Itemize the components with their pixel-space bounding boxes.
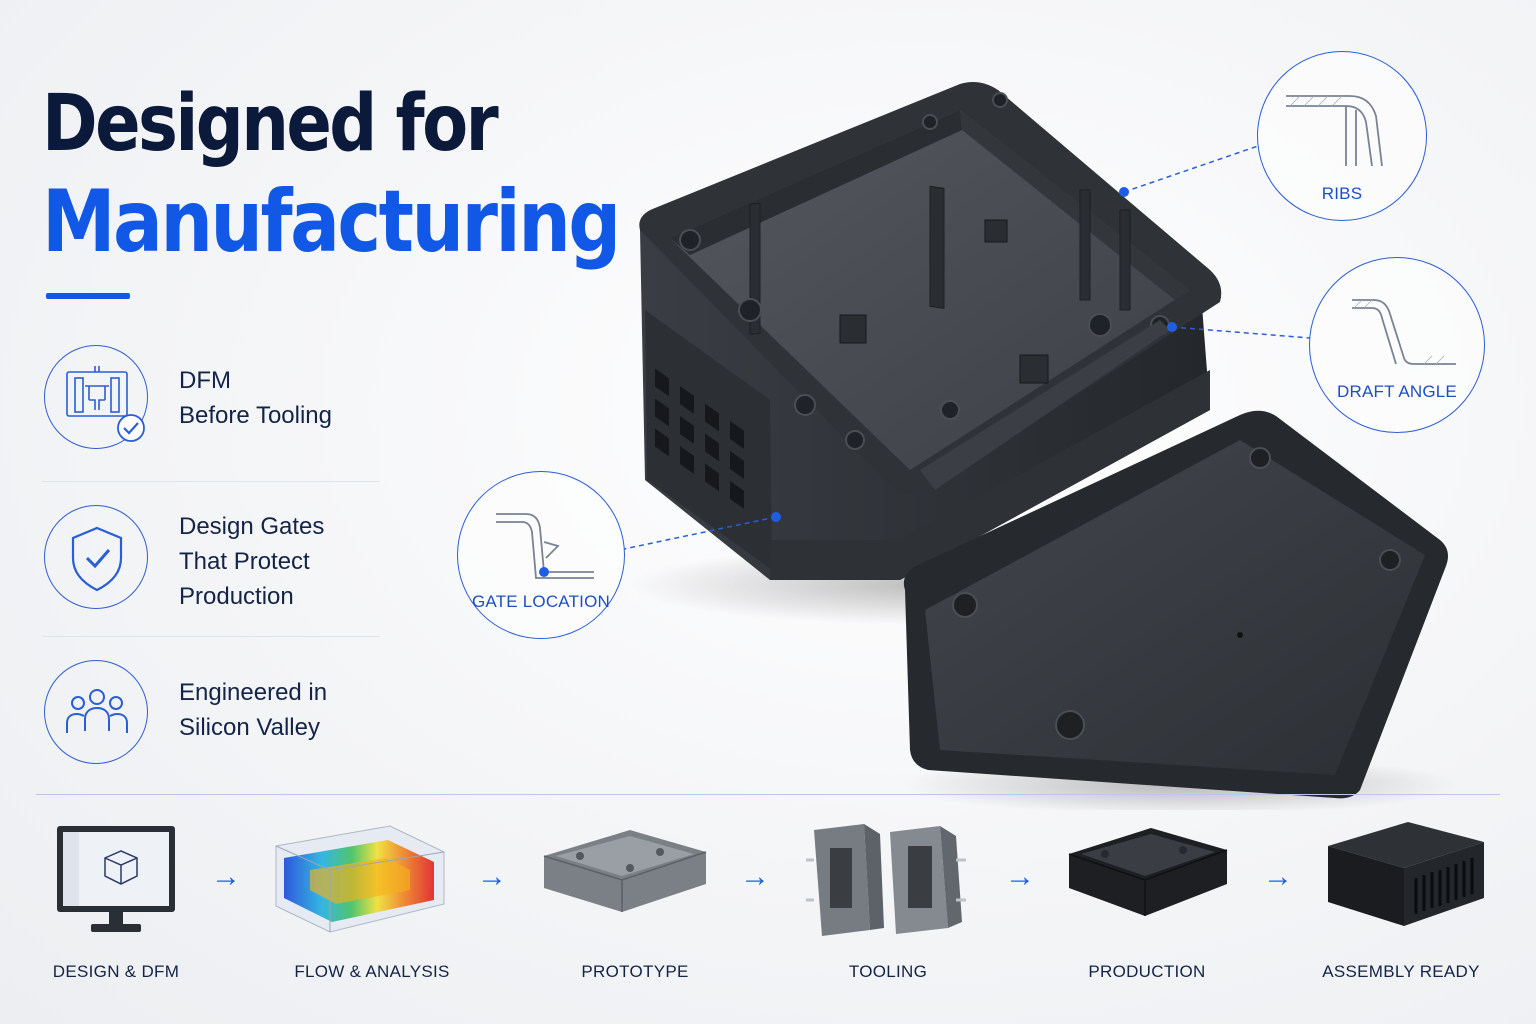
- ribs-diagram-icon: [1286, 95, 1383, 167]
- gate-location-marker: [771, 512, 781, 522]
- step-tooling: TOOLING: [848, 962, 928, 981]
- arrow-right-icon: →: [740, 860, 770, 893]
- enclosure-lid: [903, 410, 1448, 799]
- ribs-marker: [1119, 187, 1129, 197]
- feature-silicon-valley: Engineered in Silicon Valley: [179, 675, 327, 745]
- arrow-right-icon: →: [211, 860, 241, 893]
- step-production: PRODUCTION: [1088, 962, 1206, 981]
- shield-check-icon: [44, 505, 148, 609]
- feature-gates-line-1: Design Gates: [179, 513, 325, 540]
- monitor-cube-icon: [55, 824, 177, 941]
- ribs-label: RIBS: [1321, 184, 1363, 203]
- vent-slots: [655, 368, 744, 509]
- draft-angle-marker: [1167, 322, 1177, 332]
- heading-accent-bar: [46, 293, 130, 299]
- feature-gates-line-3: Production: [179, 583, 294, 610]
- draft-angle-diagram-icon: [1352, 299, 1456, 365]
- process-divider: [36, 794, 1500, 795]
- mold-tool-icon: [800, 820, 970, 945]
- gate-location-label: GATE LOCATION: [472, 592, 610, 611]
- prototype-enclosure-icon: [540, 826, 710, 921]
- feature-dfm-line-2: Before Tooling: [179, 402, 332, 429]
- ribs-callout: RIBS: [1257, 51, 1427, 221]
- mold-check-icon: [44, 345, 148, 449]
- step-prototype: PROTOTYPE: [581, 962, 689, 981]
- box-right-face: [770, 370, 1210, 580]
- feature-design-gates: Design Gates That Protect Production: [179, 509, 324, 614]
- draft-angle-label: DRAFT ANGLE: [1337, 382, 1457, 401]
- enclosure-render: [630, 82, 1460, 810]
- arrow-right-icon: →: [477, 860, 507, 893]
- gate-location-diagram-icon: [496, 513, 594, 579]
- arrow-right-icon: →: [1263, 860, 1293, 893]
- step-flow-analysis: FLOW & ANALYSIS: [294, 962, 450, 981]
- assembled-enclosure-icon: [1324, 818, 1488, 935]
- flow-heatmap-icon: [270, 818, 450, 943]
- feature-gates-line-2: That Protect: [179, 548, 310, 575]
- feature-dfm-line-1: DFM: [179, 367, 231, 394]
- heading-line-1: Designed for: [42, 79, 499, 169]
- production-enclosure-icon: [1065, 824, 1231, 925]
- arrow-right-icon: →: [1005, 860, 1035, 893]
- feature-sv-line-2: Silicon Valley: [179, 714, 320, 741]
- team-icon: [44, 660, 148, 764]
- feature-sv-line-1: Engineered in: [179, 679, 328, 706]
- gate-location-callout: GATE LOCATION: [457, 471, 625, 639]
- feature-divider: [42, 636, 380, 637]
- step-assembly-ready: ASSEMBLY READY: [1322, 962, 1480, 981]
- heading-line-2: Manufacturing: [42, 172, 621, 272]
- feature-divider: [42, 481, 380, 482]
- feature-dfm: DFM Before Tooling: [179, 363, 332, 433]
- draft-angle-callout: DRAFT ANGLE: [1309, 257, 1485, 433]
- step-design-dfm: DESIGN & DFM: [52, 962, 180, 981]
